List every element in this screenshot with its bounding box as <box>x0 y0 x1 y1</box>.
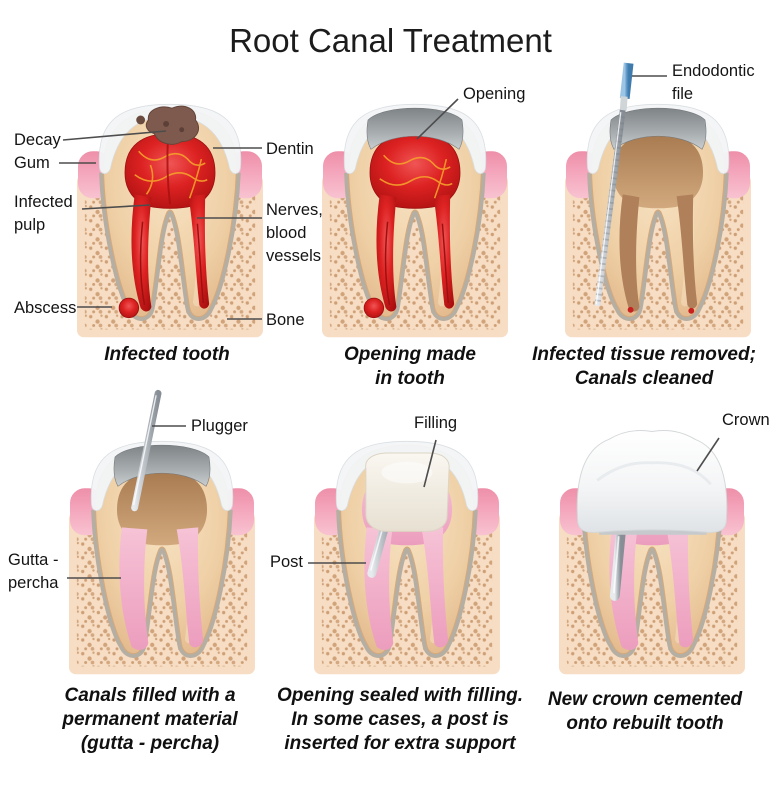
panel-canals-cleaned-illustration <box>560 62 756 349</box>
panel-opening-made-illustration <box>317 103 513 349</box>
abscess-bulb <box>363 297 385 319</box>
crown-shape <box>576 430 728 533</box>
label-crown: Crown <box>722 411 770 429</box>
label-filling: Filling <box>414 414 458 432</box>
label-plugger: Plugger <box>191 417 248 435</box>
plugger-rod <box>131 389 162 512</box>
label-decay: Decay <box>14 131 61 149</box>
label-opening: Opening <box>463 85 526 103</box>
panel-canals-filled-illustration <box>64 389 260 686</box>
caption-infected-tooth: Infected tooth <box>104 344 230 365</box>
abscess-bulb <box>118 297 140 319</box>
label-endodontic-file: Endodontic file <box>672 62 755 103</box>
label-infected-pulp: Infected pulp <box>14 193 73 234</box>
caption-canals-cleaned: Infected tissue removed; Canals cleaned <box>532 344 756 389</box>
label-nerves: Nerves, blood vessels <box>266 201 323 265</box>
panel-sealed-filling-illustration <box>309 440 505 686</box>
label-post: Post <box>270 553 304 571</box>
panel-new-crown-illustration <box>554 430 750 686</box>
caption-opening-made: Opening made in tooth <box>344 344 476 389</box>
label-dentin: Dentin <box>266 140 314 158</box>
nerve-vessels <box>379 154 453 199</box>
label-gutta-percha: Gutta - percha <box>8 551 59 592</box>
caption-crowned: New crown cemented onto rebuilt tooth <box>547 689 743 734</box>
post-rod <box>609 529 626 601</box>
nerve-vessels <box>134 150 208 199</box>
page-title: Root Canal Treatment <box>229 22 552 59</box>
caption-sealed: Opening sealed with filling. In some cas… <box>277 685 523 754</box>
label-gum: Gum <box>14 154 50 172</box>
endodontic-file <box>594 62 634 307</box>
label-abscess: Abscess <box>14 299 77 317</box>
label-bone: Bone <box>266 311 305 329</box>
panel-infected-tooth-illustration <box>72 103 268 349</box>
caption-canals-filled: Canals filled with a permanent material … <box>62 685 238 754</box>
